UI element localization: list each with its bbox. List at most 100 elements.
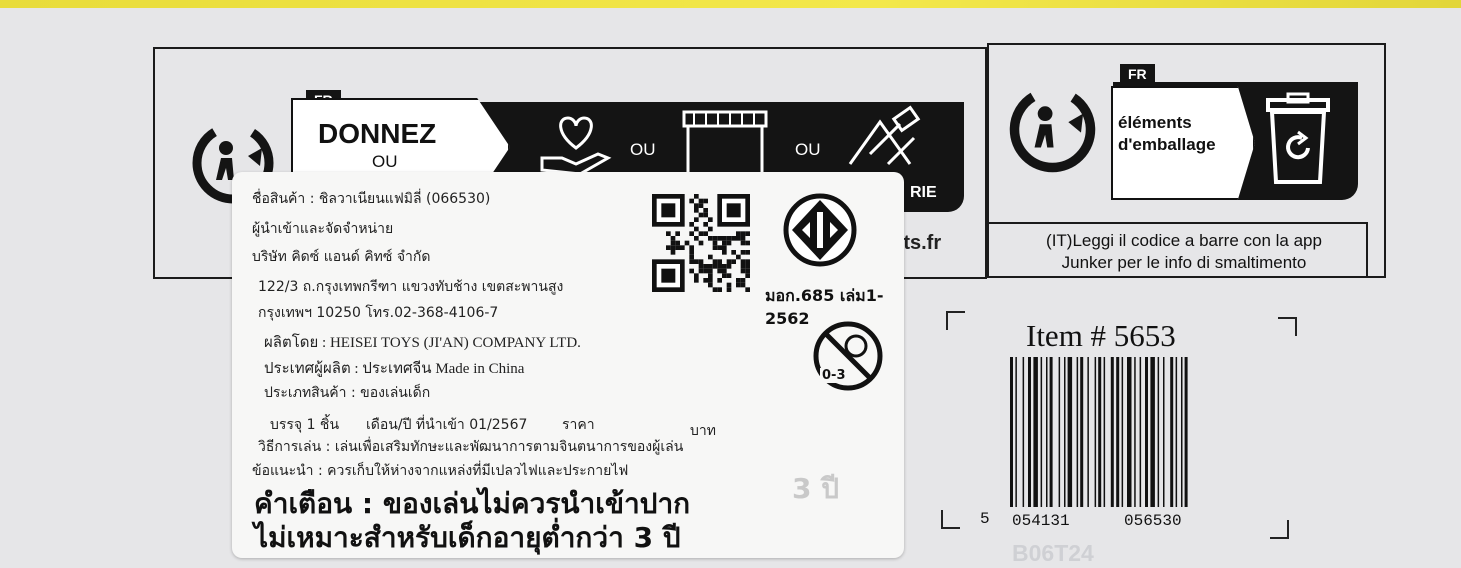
- qr-module: [689, 245, 694, 250]
- qr-module: [670, 250, 676, 255]
- qr-module: [740, 231, 746, 236]
- qr-module: [703, 222, 708, 227]
- qr-module: [708, 273, 713, 278]
- qr-module: [712, 240, 718, 246]
- barcode-bar: [1087, 357, 1089, 507]
- barcode-bar: [1163, 357, 1165, 507]
- qr-module: [670, 245, 676, 250]
- qr-module: [731, 236, 736, 241]
- qr-module: [703, 278, 708, 283]
- qr-module: [731, 259, 736, 264]
- baht-label: บาท: [690, 423, 716, 439]
- barcode-bar: [1145, 357, 1148, 507]
- corner-mark-bl: [941, 510, 960, 529]
- qr-module: [684, 240, 690, 246]
- qr-module: [717, 287, 722, 292]
- qr-module: [745, 264, 750, 269]
- barcode-bar: [1175, 357, 1178, 507]
- qr-module: [708, 282, 713, 288]
- barcode-bar: [1064, 357, 1066, 507]
- qr-finder: [726, 203, 741, 218]
- barcode-bar: [1049, 357, 1053, 507]
- qr-module: [712, 259, 718, 264]
- qr-module: [717, 278, 722, 283]
- ghost-print-behind: 3 ปี: [792, 472, 840, 505]
- qr-module: [726, 264, 732, 269]
- qr-module: [703, 268, 708, 274]
- product-type: ประเภทสินค้า : ของเล่นเด็ก: [264, 385, 431, 401]
- fr-tab-label-right: FR: [1120, 64, 1155, 84]
- qr-module: [689, 250, 694, 255]
- strip-text-right: RIE: [910, 184, 937, 201]
- barcode-bar: [1076, 357, 1079, 507]
- country-of-origin: ประเทศผู้ผลิต : ประเทศจีน Made in China: [264, 361, 525, 377]
- price-label: ราคา: [562, 417, 595, 433]
- qr-module: [708, 278, 713, 283]
- address-line1: 122/3 ถ.กรุงเทพกรีฑา แขวงทับช้าง เขตสะพา…: [258, 279, 564, 295]
- qr-module: [698, 203, 704, 208]
- qr-module: [740, 236, 746, 241]
- qr-module: [745, 273, 750, 278]
- barcode-bar: [1134, 357, 1136, 507]
- qr-module: [698, 212, 704, 218]
- qr-module: [694, 273, 699, 278]
- qr-module: [689, 231, 694, 236]
- age-label: 0-3: [820, 368, 848, 383]
- qr-module: [745, 268, 750, 274]
- qr-module: [675, 240, 680, 246]
- barcode-bar: [1022, 357, 1025, 507]
- qr-module: [736, 231, 741, 236]
- barcode-first-digit: 5: [980, 510, 990, 528]
- give-hand-heart-icon: [540, 116, 612, 176]
- qr-module: [680, 245, 685, 250]
- qr-module: [722, 268, 727, 274]
- qr-module: [712, 264, 718, 269]
- packaging-tag: [1111, 86, 1255, 200]
- barcode-bar: [1040, 357, 1043, 507]
- barcode-bar: [1015, 357, 1017, 507]
- barcode-bar: [1184, 357, 1188, 507]
- qr-module: [712, 287, 718, 292]
- qr-module: [736, 254, 741, 260]
- qr-module: [698, 259, 704, 264]
- barcode-bar: [1098, 357, 1102, 507]
- barcode-bar: [1121, 357, 1124, 507]
- qr-finder: [661, 268, 676, 283]
- qr-module: [722, 250, 727, 255]
- qr-module: [722, 240, 727, 246]
- barcode-bar: [1058, 357, 1061, 507]
- qr-module: [689, 268, 694, 274]
- barcode-bar: [1080, 357, 1084, 507]
- qr-module: [745, 240, 750, 246]
- qr-module: [745, 287, 750, 292]
- qr-module: [670, 236, 676, 241]
- qr-module: [708, 217, 713, 222]
- import-date: เดือน/ปี ที่นำเข้า 01/2567: [366, 417, 528, 433]
- faint-batch-code: B06T24: [1012, 540, 1094, 566]
- qr-module: [703, 264, 708, 269]
- qr-module: [703, 208, 708, 213]
- qr-module: [694, 217, 699, 222]
- qr-module: [694, 208, 699, 213]
- qr-module: [698, 231, 704, 236]
- packaging-tag-line1: éléments: [1118, 113, 1192, 132]
- qr-module: [675, 231, 680, 236]
- qr-module: [703, 212, 708, 218]
- qr-module: [740, 268, 746, 274]
- packaging-tag-text: éléments d'emballage: [1118, 112, 1216, 156]
- qr-module: [694, 194, 699, 199]
- qr-module: [698, 198, 704, 204]
- barcode-bar: [1116, 357, 1120, 507]
- warning-line1: คำเตือน : ของเล่นไม่ควรนำเข้าปาก: [254, 487, 691, 520]
- barcode-bar: [1046, 357, 1048, 507]
- qr-module: [666, 245, 671, 250]
- qr-module: [717, 259, 722, 264]
- quantity: บรรจุ 1 ชิ้น: [270, 417, 340, 433]
- qr-module: [694, 226, 699, 232]
- qr-module: [708, 226, 713, 232]
- warning-line2: ไม่เหมาะสำหรับเด็กอายุต่ำกว่า 3 ปี: [254, 521, 681, 554]
- corner-mark-br: [1270, 520, 1289, 539]
- barcode-digits-left: 054131: [1012, 512, 1070, 530]
- qr-module: [740, 282, 746, 288]
- qr-module: [726, 259, 732, 264]
